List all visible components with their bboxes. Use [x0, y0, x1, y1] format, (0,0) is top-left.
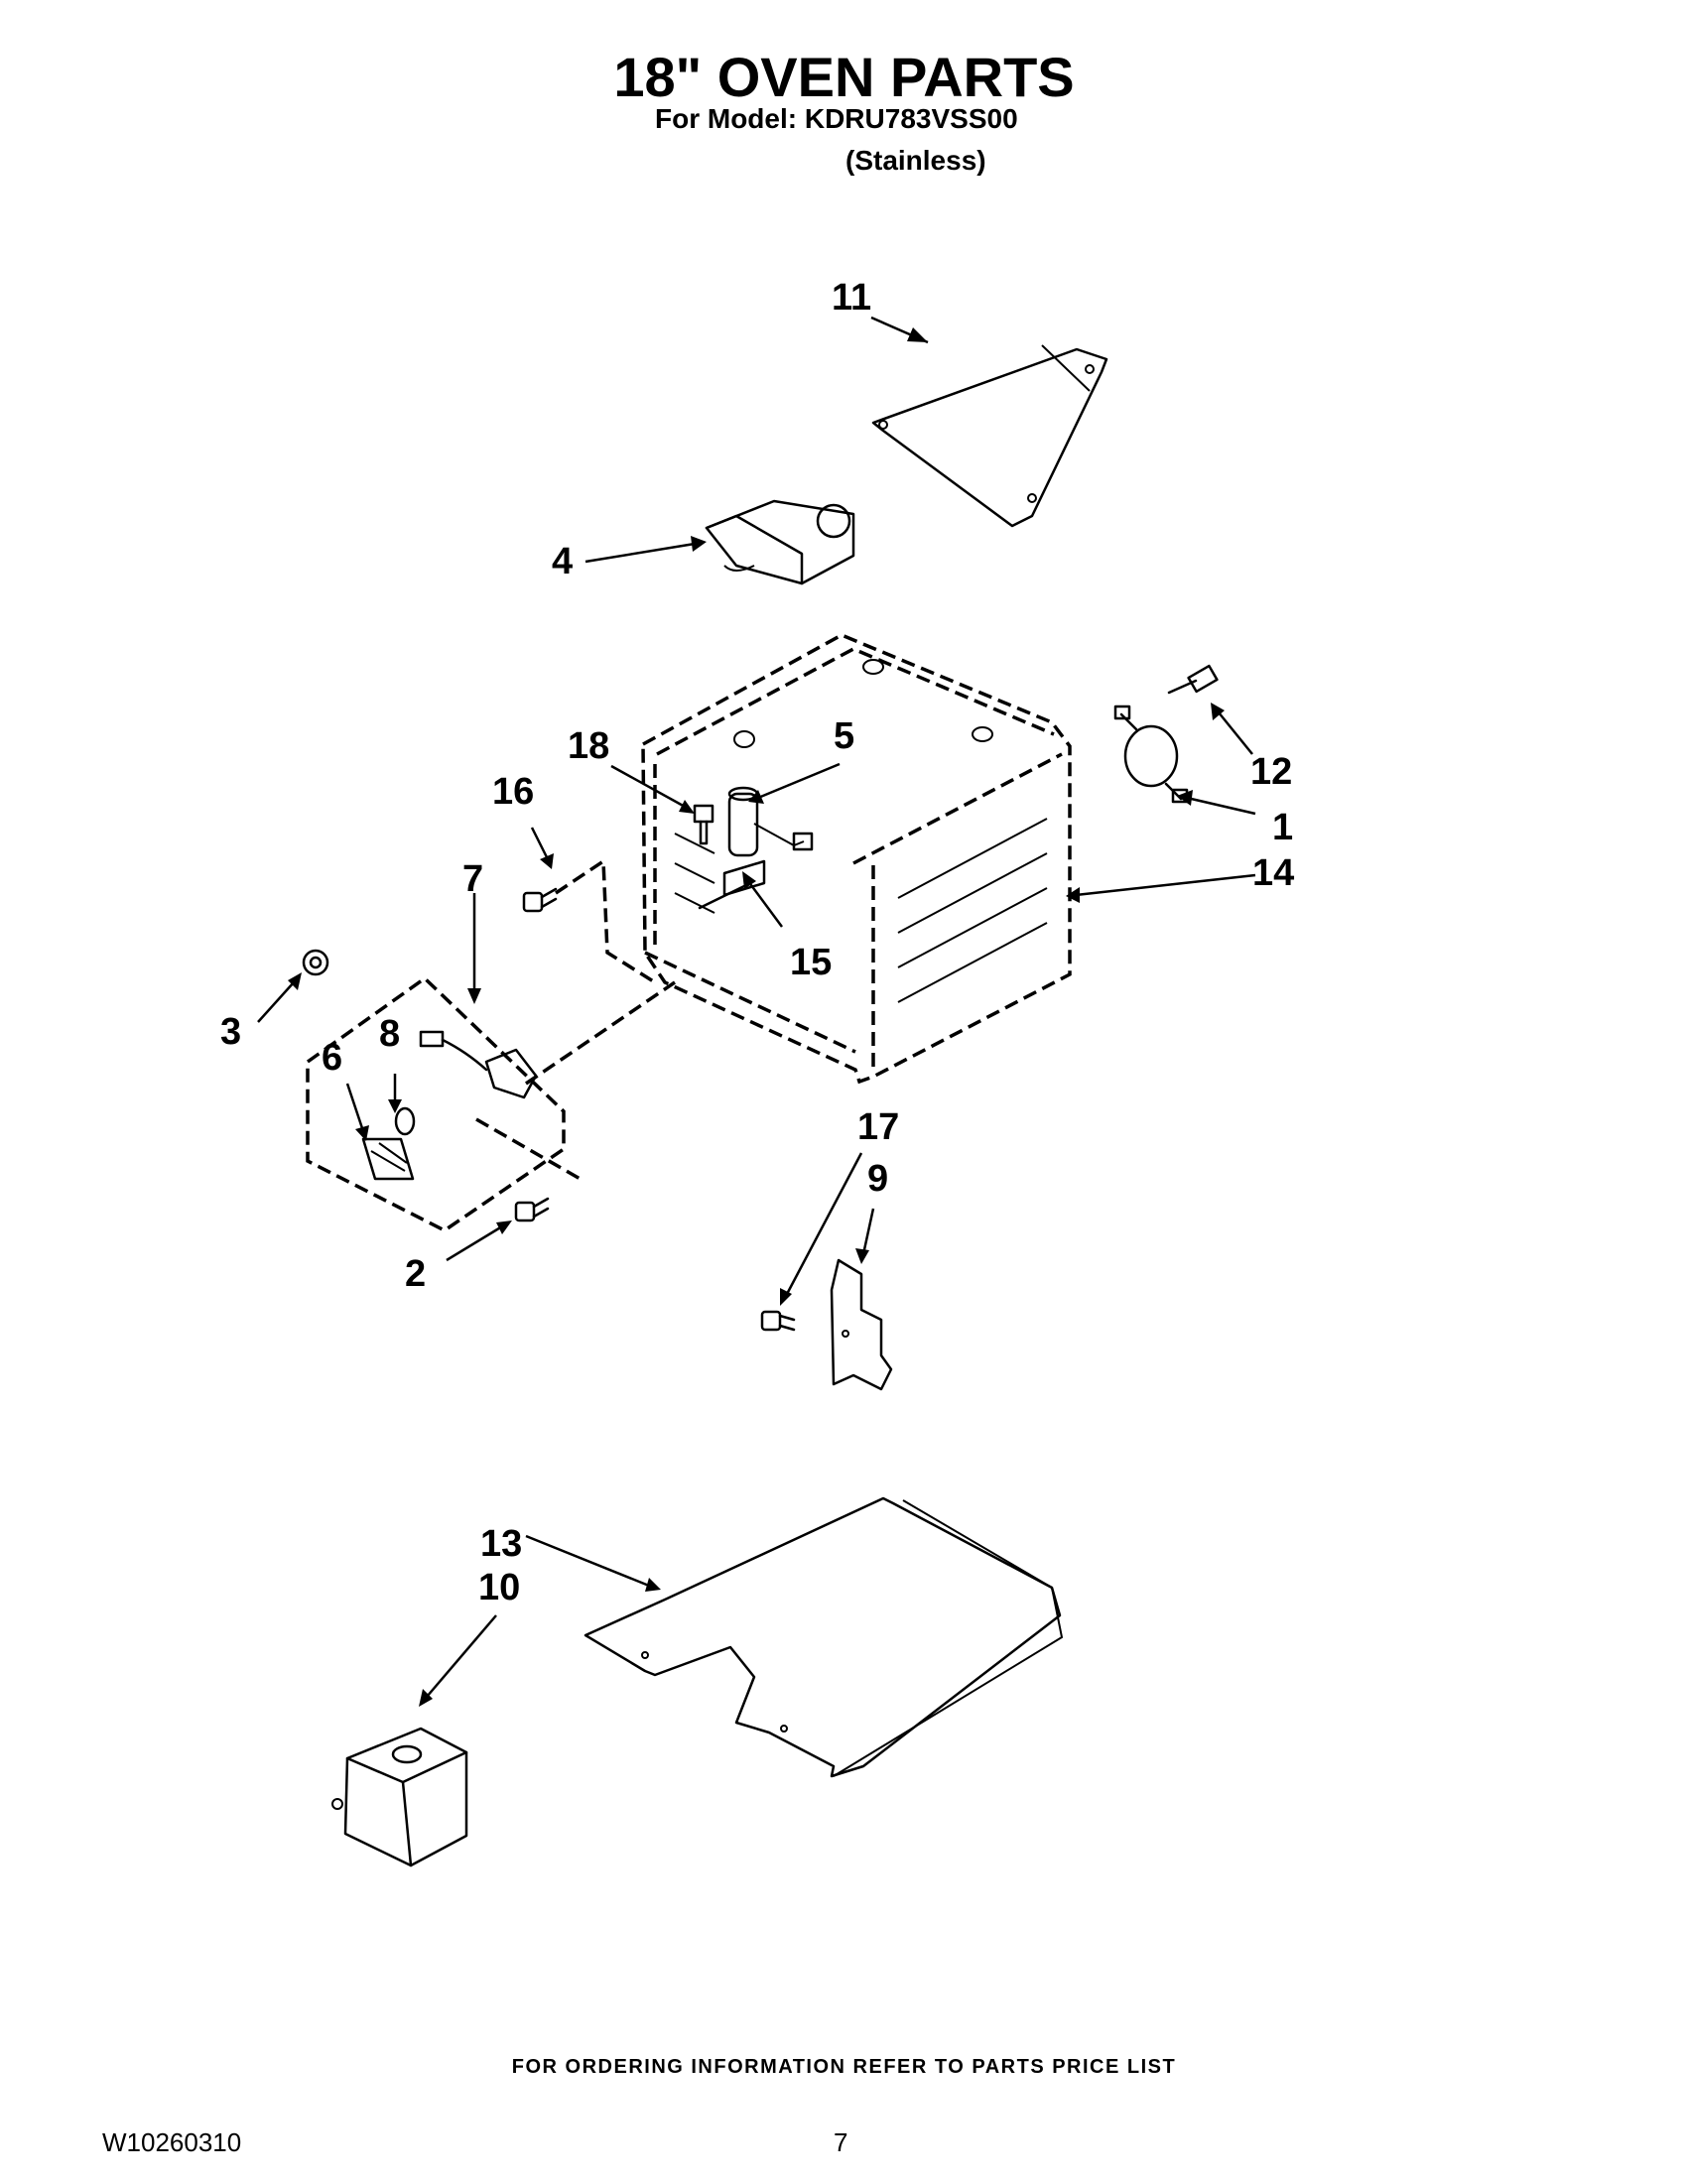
callout-9: 9: [867, 1158, 888, 1200]
part-6-lens: [361, 1137, 415, 1181]
part-15-sensor: [698, 859, 766, 910]
callout-6: 6: [322, 1037, 342, 1079]
part-5-socket: [727, 786, 814, 857]
callout-7: 7: [462, 858, 483, 900]
part-18-screw: [693, 804, 714, 845]
callout-12: 12: [1250, 751, 1292, 793]
model-line: For Model: KDRU783VSS00: [655, 103, 1018, 134]
callout-2: 2: [405, 1253, 426, 1295]
callout-10: 10: [478, 1567, 520, 1608]
part-4-control-module: [705, 499, 855, 585]
part-1-thermostat: [1113, 705, 1189, 804]
callout-18: 18: [568, 725, 609, 767]
part-11-top-plate: [871, 344, 1108, 528]
part-10-transformer-box: [331, 1727, 468, 1867]
part-9-bracket: [830, 1258, 893, 1391]
part-7-light-assembly: [306, 975, 676, 1233]
part-12-screw: [1167, 664, 1219, 695]
callout-1: 1: [1272, 807, 1293, 848]
part-3-knob: [302, 949, 329, 976]
callout-3: 3: [220, 1011, 241, 1053]
callout-13: 13: [480, 1523, 522, 1565]
part-14-oven-cavity: [641, 633, 1072, 1085]
callout-11: 11: [832, 277, 871, 319]
callout-15: 15: [790, 942, 832, 983]
callout-17: 17: [857, 1106, 899, 1148]
page-title: 18" OVEN PARTS: [613, 46, 1075, 108]
page-number: 7: [834, 2127, 848, 2157]
document-number: W10260310: [102, 2127, 242, 2157]
callout-4: 4: [552, 541, 573, 582]
part-13-bottom-panel: [584, 1496, 1064, 1778]
callout-8: 8: [379, 1013, 400, 1055]
part-17-screw: [760, 1310, 796, 1332]
ordering-note: FOR ORDERING INFORMATION REFER TO PARTS …: [511, 2056, 1177, 2078]
part-8-light-socket: [394, 1030, 538, 1136]
callout-16: 16: [492, 771, 534, 813]
callout-14: 14: [1252, 852, 1294, 894]
leader-arrows: [257, 316, 1256, 1707]
variant-label: (Stainless): [845, 145, 986, 176]
part-2-screw: [514, 1197, 550, 1222]
callout-5: 5: [834, 715, 854, 757]
part-16-screw: [522, 857, 656, 984]
